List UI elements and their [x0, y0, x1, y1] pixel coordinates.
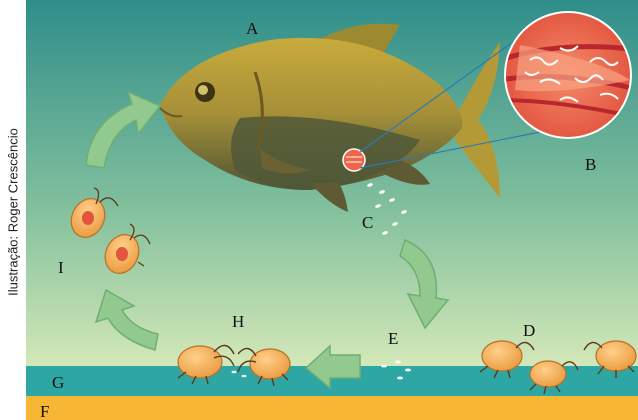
label-a: A	[246, 20, 258, 37]
label-g: G	[52, 374, 64, 391]
label-i: I	[58, 259, 64, 276]
sand-layer	[26, 396, 638, 420]
label-h: H	[232, 313, 244, 330]
label-d: D	[523, 322, 535, 339]
label-e: E	[388, 330, 398, 347]
label-f: F	[40, 403, 49, 420]
label-b: B	[585, 156, 596, 173]
credit-strip: Ilustração: Roger Crescêncio	[1, 0, 25, 420]
illustration-credit: Ilustração: Roger Crescêncio	[6, 128, 21, 296]
label-c: C	[362, 214, 373, 231]
